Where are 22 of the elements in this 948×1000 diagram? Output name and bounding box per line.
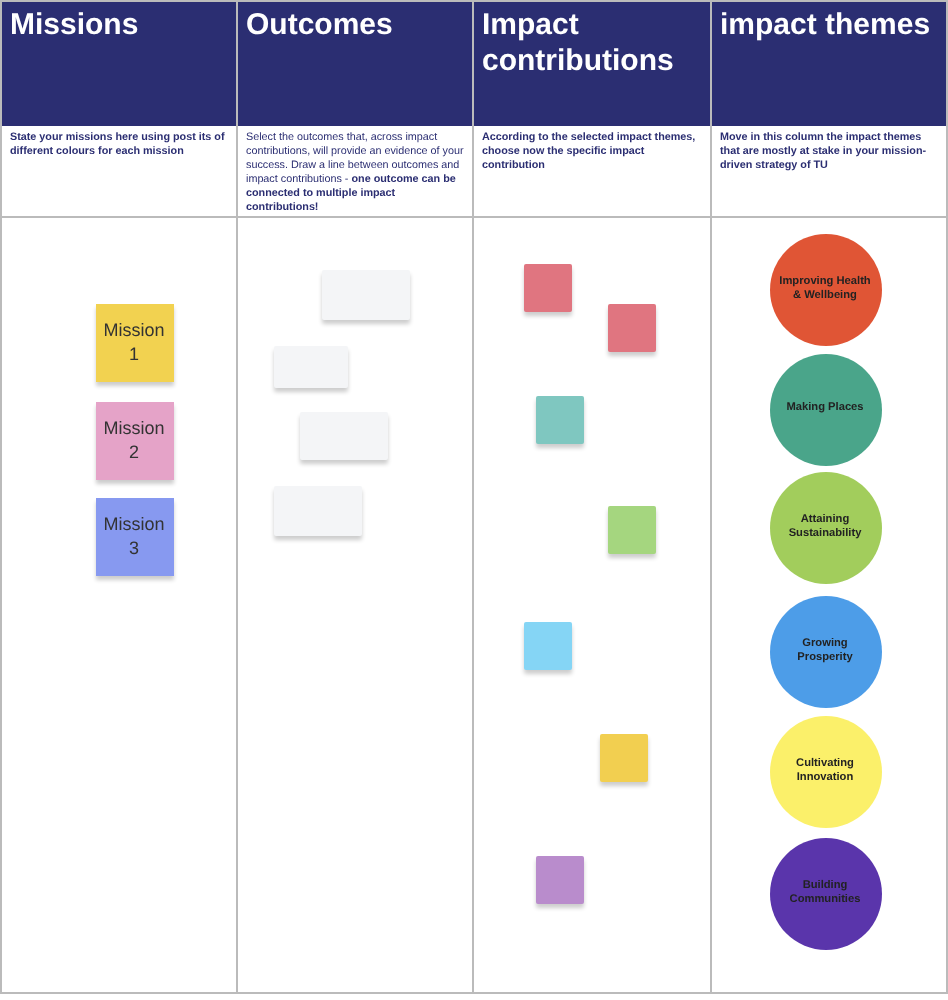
board-column bbox=[472, 0, 712, 994]
contribution-sticky-note bbox=[607, 505, 655, 553]
outcome-sticky-note bbox=[321, 269, 409, 319]
board-column bbox=[710, 0, 948, 994]
contribution-sticky-note bbox=[523, 621, 571, 669]
column-header: Impact contributions bbox=[474, 2, 710, 126]
column-header: Outcomes bbox=[238, 2, 472, 126]
board-column bbox=[236, 0, 474, 994]
contribution-sticky-note bbox=[535, 395, 583, 443]
mission-sticky-note: Mission 3 bbox=[95, 497, 173, 575]
mission-sticky-note: Mission 2 bbox=[95, 401, 173, 479]
contribution-sticky-note bbox=[535, 855, 583, 903]
column-header: Missions bbox=[2, 2, 236, 126]
contribution-sticky-note bbox=[607, 303, 655, 351]
contribution-sticky-note bbox=[599, 733, 647, 781]
outcome-sticky-note bbox=[273, 345, 347, 387]
contribution-sticky-note bbox=[523, 263, 571, 311]
board-column bbox=[0, 0, 238, 994]
column-header: impact themes bbox=[712, 2, 946, 126]
mission-sticky-note: Mission 1 bbox=[95, 303, 173, 381]
outcome-sticky-note bbox=[299, 411, 387, 459]
outcome-sticky-note bbox=[273, 485, 361, 535]
